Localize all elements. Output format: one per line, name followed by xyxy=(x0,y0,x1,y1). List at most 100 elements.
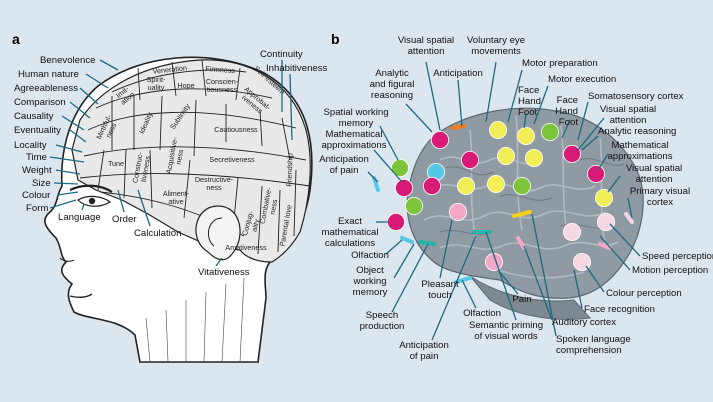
label-motion-perception-line: Motion perception xyxy=(632,265,708,276)
region-marker-green xyxy=(513,176,532,195)
region-marker-yellow xyxy=(486,174,505,193)
leader-speed-perception xyxy=(609,223,641,257)
leader-order xyxy=(117,189,125,213)
zone-spirituality: Spirit-uality xyxy=(147,75,166,92)
leader-agreeableness xyxy=(79,87,99,105)
label-exact-mathematical-calculations-line: calculations xyxy=(325,238,375,249)
leader-pleasant-touch xyxy=(439,219,453,279)
label-mathematical-approximations-right-line: approximations xyxy=(607,151,672,162)
leader-anticipation xyxy=(457,79,463,127)
label-analytic-figural-reasoning-line: Analytic xyxy=(375,68,409,79)
label-human-nature: Human nature xyxy=(18,69,79,80)
label-time: Time xyxy=(26,152,47,163)
label-mathematical-approximations-right-line: Mathematical xyxy=(611,140,668,151)
leader-olfaction-left xyxy=(385,239,403,255)
leader-time xyxy=(49,156,85,163)
region-marker-magenta xyxy=(563,144,582,163)
region-marker-magenta xyxy=(460,150,479,169)
label-object-working-memory-line: working xyxy=(352,276,386,287)
label-locality: Locality xyxy=(14,140,47,151)
leader-face-hand-foot-left xyxy=(523,113,527,129)
zone-conscientiousness: Conscien-tiousness xyxy=(206,77,239,94)
leader-semantic-priming xyxy=(485,231,517,321)
leader-motor-execution xyxy=(533,85,549,125)
region-marker-bar-gold xyxy=(512,210,532,218)
label-visual-spatial-attention-right-line: attention xyxy=(610,115,647,126)
region-marker-pale xyxy=(597,212,616,231)
label-speed-perception: Speed perception xyxy=(642,251,713,262)
panel-a-leader-lines xyxy=(49,59,293,267)
zone-acquisitiveness: Acquisitive-ness xyxy=(164,136,187,176)
leader-eventuality xyxy=(69,129,87,143)
label-face-hand-foot-left-line: Hand xyxy=(518,96,541,107)
leader-language xyxy=(81,203,85,211)
zone-alimentiveness-line: ative xyxy=(168,197,183,206)
zone-hope-line: Hope xyxy=(177,81,194,90)
leader-spoken-language-comprehension xyxy=(531,213,557,337)
label-motor-preparation: Motor preparation xyxy=(522,58,598,69)
label-pain: Pain xyxy=(512,294,531,305)
region-marker-pale xyxy=(563,222,582,241)
label-face-hand-foot-left-line: Foot xyxy=(518,107,538,118)
label-face-hand-foot-right-line: Face xyxy=(557,95,578,106)
leader-comparison xyxy=(69,101,91,119)
leader-visual-spatial-attention-top xyxy=(425,61,441,131)
label-colour-perception: Colour perception xyxy=(606,288,682,299)
label-mathematical-approximations-left-line: Mathematical xyxy=(325,129,382,140)
label-size: Size xyxy=(32,178,51,189)
zone-conscientiousness-line: tiousness xyxy=(207,85,238,94)
label-mathematical-approximations-left-line: approximations xyxy=(321,140,386,151)
label-face-recognition-line: Face recognition xyxy=(584,304,655,315)
label-olfaction-left-line: Olfaction xyxy=(351,250,389,261)
leader-benevolence xyxy=(99,59,119,71)
label-continuity: Continuity xyxy=(260,49,303,60)
label-analytic-reasoning-line: Analytic reasoning xyxy=(598,126,676,137)
leader-mathematical-approximations-right xyxy=(597,153,609,171)
region-marker-yellow xyxy=(595,188,614,207)
leader-visual-spatial-attention-right xyxy=(577,117,605,151)
zone-veneration-line: Veneration xyxy=(152,63,187,76)
label-speech-production-line: production xyxy=(360,321,405,332)
region-marker-yellow xyxy=(525,148,544,167)
neck-shading xyxy=(145,277,245,363)
label-visual-spatial-attention-top-line: Visual spatial xyxy=(398,35,454,46)
label-analytic-figural-reasoning-line: reasoning xyxy=(371,90,413,101)
region-marker-bar-cyan xyxy=(400,236,414,244)
leader-weight xyxy=(55,169,81,175)
zone-cautiousness-line: Cautiousness xyxy=(214,125,258,134)
zone-conjugality: Conjug-ality xyxy=(240,209,263,238)
leader-face-recognition xyxy=(573,269,583,309)
label-pleasant-touch-line: Pleasant xyxy=(421,279,459,290)
label-anticipation-of-pain-left-line: of pain xyxy=(330,165,359,176)
label-primary-visual-cortex-line: Primary visual xyxy=(630,186,690,197)
panel-a-letter: a xyxy=(12,31,20,47)
zone-destructiveness: Destructive-ness xyxy=(195,175,234,192)
panel-b-leader-lines xyxy=(367,61,641,341)
label-spatial-working-memory-line: Spatial working xyxy=(323,107,388,118)
leader-auditory-cortex xyxy=(523,245,553,321)
region-marker-green xyxy=(541,123,560,142)
zone-veneration: Veneration xyxy=(152,63,187,76)
region-marker-pink xyxy=(448,202,467,221)
pupil xyxy=(88,197,96,205)
label-semantic-priming-line: of visual words xyxy=(474,331,538,342)
leader-vitativeness xyxy=(215,257,223,267)
zone-secretiveness-line: Secretiveness xyxy=(209,155,255,164)
region-marker-yellow xyxy=(517,127,536,146)
label-spoken-language-comprehension-line: comprehension xyxy=(556,345,622,356)
label-calculation: Calculation xyxy=(134,228,181,239)
region-marker-magenta xyxy=(430,130,449,149)
eyebrow xyxy=(69,184,113,193)
label-visual-spatial-attention-right-line: Visual spatial xyxy=(600,104,656,115)
leader-causality xyxy=(61,115,85,131)
